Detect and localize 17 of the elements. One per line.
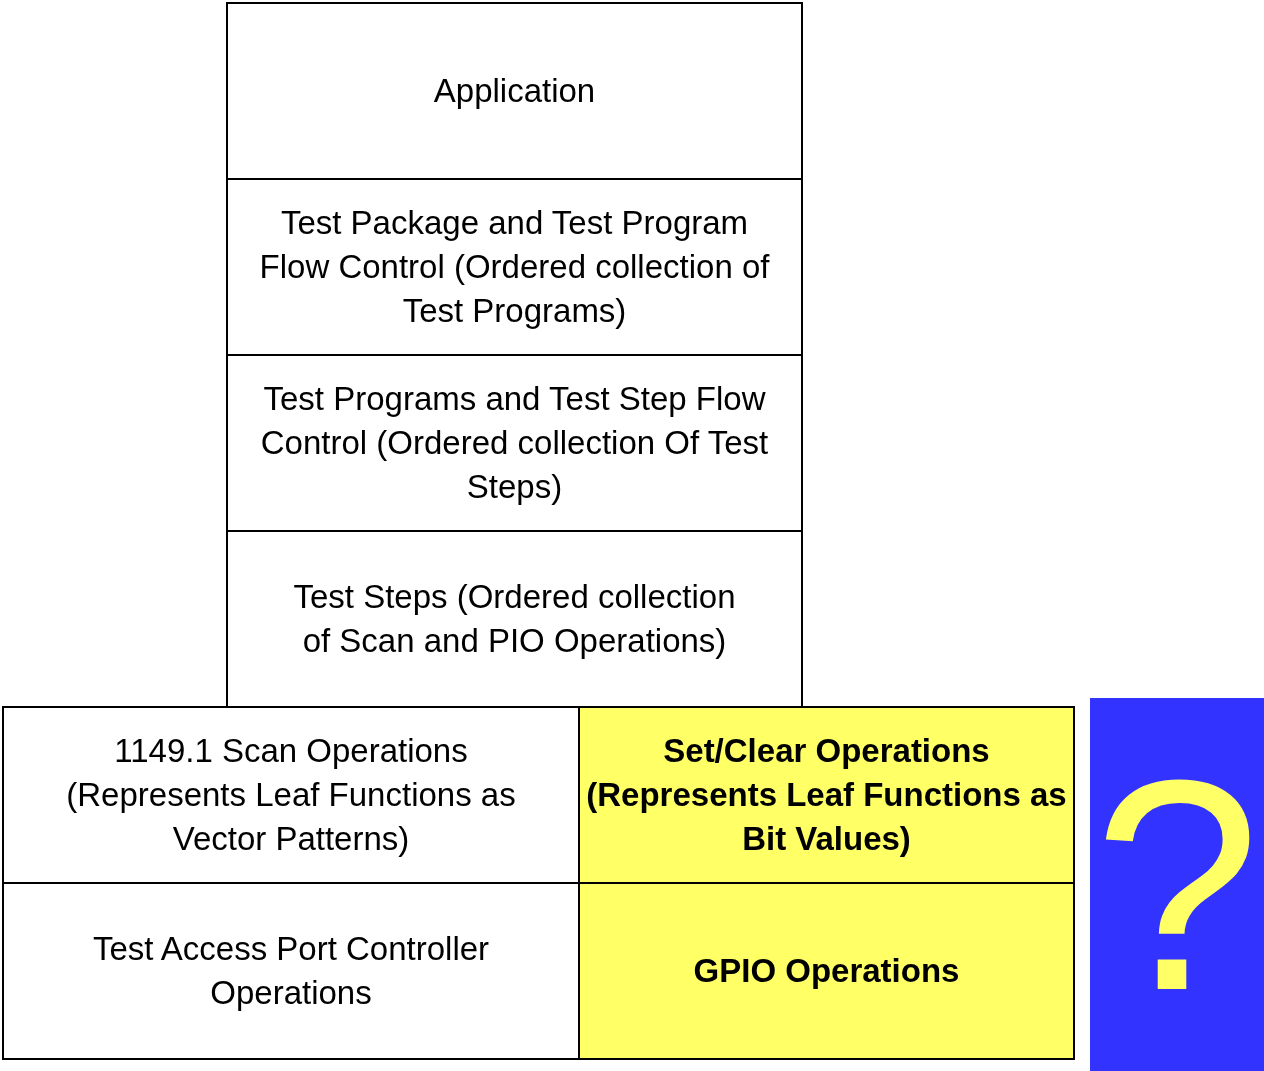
layer-box [578,882,1075,1060]
layer-box [2,882,580,1060]
layer-label: Application [433,71,596,111]
layer-box [226,354,803,532]
layer-label: Test Access Port Controller Operations [91,929,491,1013]
layer-box [226,2,803,180]
question-mark: ? [1093,724,1261,1045]
layer-label: Set/Clear Operations (Represents Leaf Functions as Bit Values) [585,731,1068,859]
question-panel [1090,698,1264,1071]
layer-box [226,178,803,356]
layer-label: Test Package and Test Program Flow Control (Ordered collection of Test Programs) [258,203,771,331]
layer-label: 1149.1 Scan Operations (Represents Leaf Functions as Vector Patterns) [65,731,517,859]
layer-box [226,530,803,708]
layer-label: GPIO Operations [693,951,960,991]
layer-label: Test Programs and Test Step Flow Control (Ordered collection Of Test Steps) [259,379,770,507]
layer-label: Test Steps (Ordered collection of Scan and PIO Operations) [292,577,737,661]
layer-box [578,706,1075,884]
